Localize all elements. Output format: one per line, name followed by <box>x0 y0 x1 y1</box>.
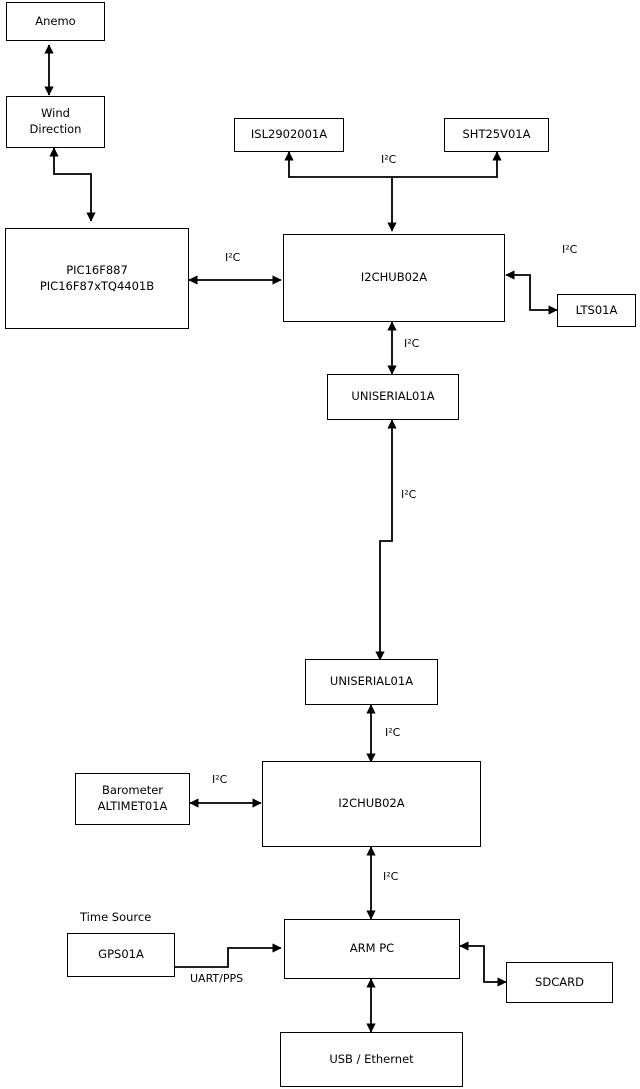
node-barometer[interactable]: Barometer ALTIMET01A <box>75 773 190 825</box>
node-pic-mcu[interactable]: PIC16F887 PIC16F87xTQ4401B <box>5 228 189 329</box>
edge-label-uart-pps: UART/PPS <box>190 972 244 985</box>
node-sht25v01a[interactable]: SHT25V01A <box>444 118 549 152</box>
wire-winddir-pic <box>49 147 96 222</box>
node-gps01a[interactable]: GPS01A <box>67 933 175 977</box>
node-i2chub02a-bottom[interactable]: I2CHUB02A <box>262 761 481 847</box>
edge-label-i2c-barometer: I²C <box>212 773 228 786</box>
node-sdcard[interactable]: SDCARD <box>506 962 613 1003</box>
edge-label-i2c-top-bus: I²C <box>381 153 397 166</box>
node-lts01a[interactable]: LTS01A <box>557 294 636 327</box>
node-anemo[interactable]: Anemo <box>6 2 105 41</box>
node-i2chub02a-top[interactable]: I2CHUB02A <box>283 234 505 322</box>
label-time-source: Time Source <box>80 910 152 924</box>
node-uniserial01a-bottom[interactable]: UNISERIAL01A <box>305 659 438 705</box>
edge-label-i2c-uniserial-hub2: I²C <box>385 726 401 739</box>
wire-armpc-sdcard <box>459 941 507 987</box>
wire-i2c-top-bus <box>284 151 502 178</box>
wire-gps-armpc <box>175 943 282 968</box>
edge-label-i2c-hub2-armpc: I²C <box>383 870 399 883</box>
node-uniserial01a-top[interactable]: UNISERIAL01A <box>327 374 459 420</box>
edge-label-i2c-long-link: I²C <box>401 488 417 501</box>
wire-uniserial-long-link <box>375 419 397 661</box>
node-isl2902001a[interactable]: ISL2902001A <box>234 118 344 152</box>
node-usb-ethernet[interactable]: USB / Ethernet <box>280 1032 463 1087</box>
node-wind-direction[interactable]: Wind Direction <box>6 96 105 148</box>
edge-label-i2c-hub-uniserial: I²C <box>404 337 420 350</box>
wire-i2chub-lts <box>505 270 558 315</box>
edge-label-i2c-lts: I²C <box>562 243 578 256</box>
node-arm-pc[interactable]: ARM PC <box>284 919 460 979</box>
edge-label-i2c-pic: I²C <box>225 251 241 264</box>
